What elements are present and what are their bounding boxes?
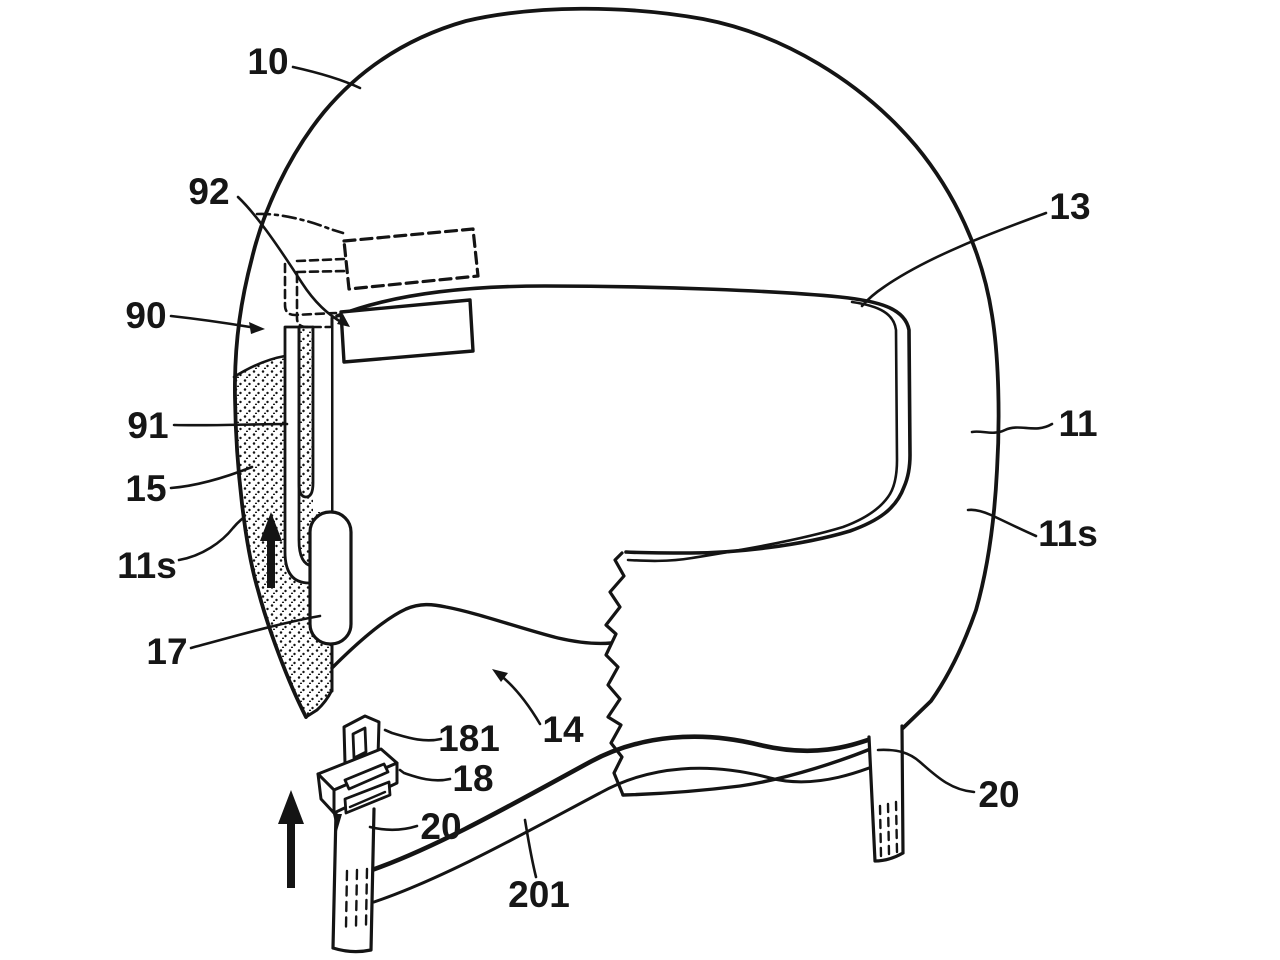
leader-11s-right: [966, 508, 1038, 538]
front-strap-shadow-wedge: [333, 814, 342, 831]
shield-top-plate: [339, 298, 475, 364]
ref-label-17: 17: [146, 631, 187, 672]
front-strap: [333, 809, 374, 952]
ref-label-14: 14: [542, 709, 584, 750]
leader-10: [291, 65, 362, 90]
leader-18: [398, 768, 452, 782]
ref-label-10: 10: [247, 41, 288, 82]
ref-label-20-front: 20: [420, 806, 461, 847]
leader-20-rear: [876, 748, 976, 794]
buckle-front-panel-line: [348, 790, 387, 809]
front-strap-stitching: [344, 867, 369, 929]
hidden-link-dashes: [295, 257, 347, 274]
leader-11: [970, 422, 1054, 435]
ref-label-11s-left: 11s: [117, 545, 177, 586]
leader-20-front: [368, 824, 419, 832]
tube-channel-right: [313, 327, 331, 512]
buckle-tongue-slot: [351, 726, 368, 760]
up-arrow-front-edge: [260, 512, 282, 588]
ref-label-13: 13: [1049, 186, 1090, 227]
stipple-band-top-boundary: [232, 354, 287, 379]
front-strap-edges: [331, 807, 376, 954]
rear-strap: [869, 726, 903, 861]
ref-label-92: 92: [188, 171, 229, 212]
leader-91: [172, 422, 289, 427]
buckle-top-slot: [343, 762, 390, 791]
chin-strap-lower-edge: [372, 754, 901, 904]
ref-label-11s-right: 11s: [1038, 513, 1098, 554]
up-arrow-strap: [278, 790, 304, 888]
leader-181: [383, 728, 443, 742]
ref-label-11: 11: [1058, 403, 1097, 444]
leader-92: [236, 195, 345, 325]
arrow-14-head: [492, 669, 508, 682]
chin-shell-bottom-edge: [621, 726, 905, 797]
ref-label-90: 90: [125, 295, 166, 336]
leader-90: [169, 314, 252, 329]
ref-label-201: 201: [508, 874, 570, 915]
rear-strap-edges: [867, 724, 905, 863]
helmet-outline: [233, 6, 1001, 730]
stipple-tip-edge: [304, 688, 334, 719]
chin-bar-edge-curve: [330, 602, 613, 670]
chin-shell-jagged-edge: [604, 551, 626, 797]
ref-label-181: 181: [438, 718, 500, 759]
ref-label-20-rear: 20: [978, 774, 1019, 815]
leader-15: [169, 465, 254, 490]
arrow-14-shaft: [497, 672, 542, 726]
leader-17: [189, 614, 322, 650]
ref-label-91: 91: [127, 405, 168, 446]
leader-13: [860, 211, 1048, 308]
shield-inner-edge: [626, 300, 899, 563]
ref-label-18: 18: [452, 758, 493, 799]
leader-92-arrowhead: [337, 314, 350, 327]
chin-strap-upper-edge: [369, 734, 874, 873]
hidden-tube-dashes: [283, 262, 338, 329]
hidden-tube-dash-dot: [255, 212, 345, 235]
rear-strap-stitching: [878, 800, 899, 858]
hidden-component-box: [342, 227, 480, 291]
holder-pill: [308, 510, 353, 646]
ref-label-15: 15: [125, 468, 166, 509]
leader-201: [523, 818, 538, 879]
leader-90-arrowhead: [249, 322, 265, 334]
tube-inner-strip: [297, 325, 315, 499]
leader-11s-left: [177, 516, 245, 562]
